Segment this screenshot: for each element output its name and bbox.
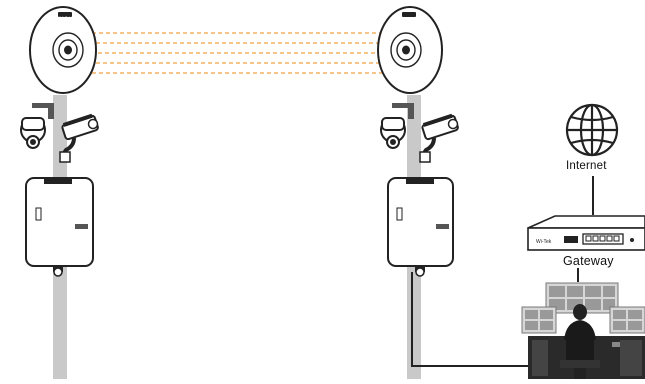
svg-text:Wi-Tek: Wi-Tek	[536, 239, 552, 245]
surveillance-operator-icon	[528, 304, 645, 379]
left-bullet-camera-icon	[59, 113, 99, 163]
left-ptz-camera-icon	[20, 103, 54, 149]
right-outdoor-cabinet	[387, 177, 454, 277]
network-switch-icon: Wi-Tek	[527, 215, 645, 251]
internet-label: Internet	[566, 160, 607, 172]
globe-icon	[565, 103, 619, 157]
brand-logo: Wi-Tek	[59, 15, 71, 20]
ethernet-cable	[411, 272, 528, 367]
wireless-link	[92, 32, 388, 74]
right-bullet-camera-icon	[419, 113, 459, 163]
gateway-label: Gateway	[563, 254, 614, 268]
left-outdoor-cabinet	[25, 177, 94, 277]
wireless-bridge-antenna-icon	[377, 6, 443, 94]
wireless-bridge-antenna-icon: Wi-Tek	[29, 6, 97, 94]
right-ptz-camera-icon	[380, 103, 414, 149]
